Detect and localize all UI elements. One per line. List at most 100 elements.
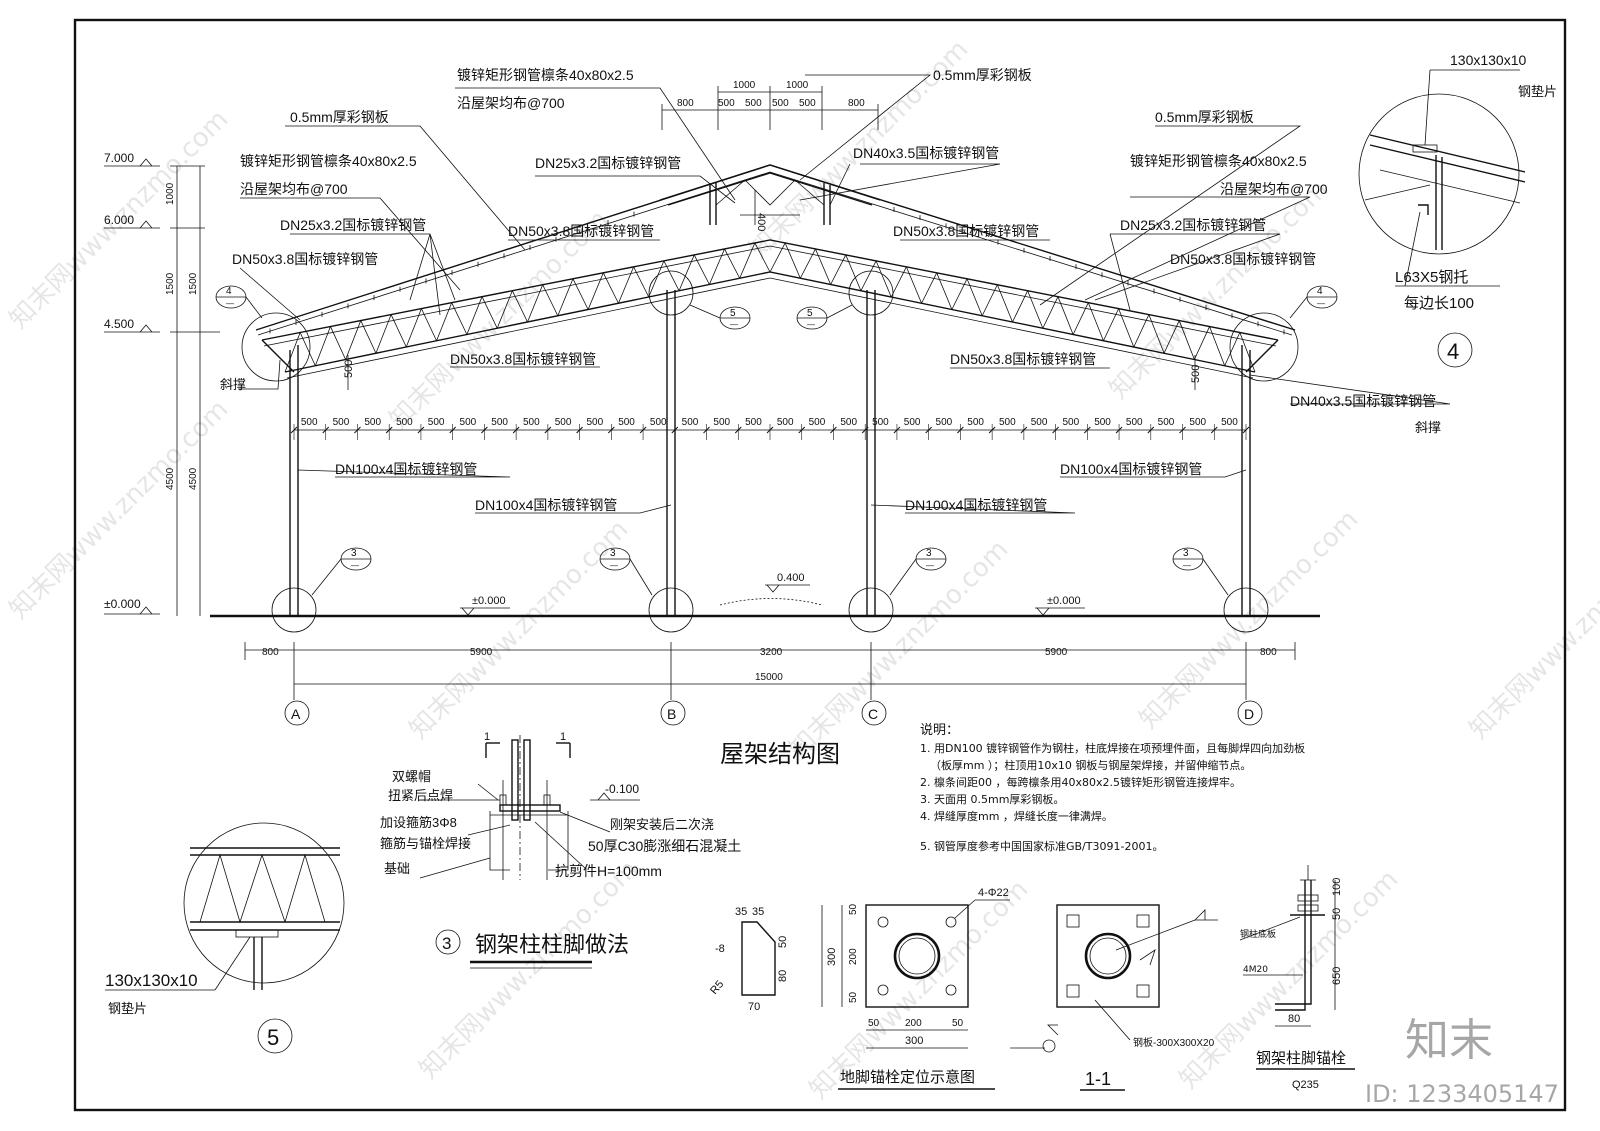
svg-text:50: 50 [1331,908,1343,920]
label-dn50-left-c: DN50x3.8国标镀锌钢管 [450,351,596,367]
svg-text:70: 70 [748,1001,760,1013]
truss-webs [284,242,1256,373]
bay-dim-label: 500 [967,417,984,428]
label-brace-left: 斜撑 [220,377,246,392]
label-col-c: DN100x4国标镀锌钢管 [905,497,1047,513]
svg-text:扭紧后点焊: 扭紧后点焊 [388,788,453,803]
svg-text:200: 200 [905,1018,922,1029]
svg-text:加设箍筋3Φ8: 加设箍筋3Φ8 [380,815,457,830]
brace-right [1245,339,1279,373]
label-dn50-right-c: DN50x3.8国标镀锌钢管 [950,351,1096,367]
svg-text:—: — [351,561,359,570]
svg-text:650: 650 [1331,967,1343,985]
bay-dim-label: 500 [936,417,953,428]
drawing-border [73,18,1567,1112]
svg-text:3: 3 [926,548,932,559]
svg-text:沿屋架均布@700: 沿屋架均布@700 [1220,181,1328,197]
notes-block: 说明： 1. 用DN100 镀锌钢管作为钢柱，柱底焊接在项预埋件面，且每脚焊四向… [920,723,1305,853]
svg-text:3: 3 [351,548,357,559]
d5-number: 5 [267,1025,279,1050]
svg-text:200: 200 [848,948,859,965]
svg-text:1000: 1000 [786,80,809,91]
elev-4-5: 4.500 [104,317,134,331]
depth-right: 500 [1190,365,1202,383]
svg-text:1: 1 [560,731,566,743]
label-dn50-left-a: DN50x3.8国标镀锌钢管 [508,223,654,239]
svg-text:知末网www.znzmo.com: 知末网www.znzmo.com [1464,514,1600,745]
svg-text:800: 800 [262,647,279,658]
note-1: 1. 用DN100 镀锌钢管作为钢柱，柱底焊接在项预埋件面，且每脚焊四向加劲板 [920,741,1305,755]
section-title: 1-1 [1085,1069,1111,1089]
label-col-b: DN100x4国标镀锌钢管 [475,497,617,513]
svg-text:—: — [1183,561,1191,570]
label-col-d: DN100x4国标镀锌钢管 [1060,461,1202,477]
label-purlin-left: 镀锌矩形钢管檩条40x80x2.5 [240,153,417,169]
bay-dim-label: 500 [713,417,730,428]
svg-text:钢板-300X300X20: 钢板-300X300X20 [1133,1036,1215,1049]
svg-text:—: — [610,561,618,570]
elev-0: ±0.000 [104,597,141,611]
label-skin-right: 0.5mm厚彩钢板 [1155,109,1254,125]
svg-text:—: — [730,320,738,329]
d3-title: 钢架柱柱脚做法 [475,932,629,957]
svg-text:800: 800 [848,98,865,109]
svg-text:-8: -8 [715,943,725,955]
label-dn50-left-b: DN50x3.8国标镀锌钢管 [232,251,378,267]
vertical-dimensions: 1000 1500 4500 1500 4500 [165,165,220,616]
svg-text:—: — [1317,299,1325,308]
svg-text:800: 800 [677,98,694,109]
bay-dim-label: 500 [650,417,667,428]
svg-text:4500: 4500 [165,467,176,490]
svg-text:-0.100: -0.100 [605,782,639,796]
svg-text:1500: 1500 [188,272,199,295]
detail-circles [241,270,1299,382]
svg-text:钢柱底板: 钢柱底板 [1240,928,1276,940]
bay-dim-label: 500 [1031,417,1048,428]
d5-plate: 130x130x10 [105,971,198,990]
svg-text:3: 3 [610,548,616,559]
note-2: （板厚mm ）；柱顶用10x10 钢板与钢屋架焊接，并留伸缩节点。 [930,758,1251,772]
svg-text:4: 4 [226,286,232,297]
svg-text:沿屋架均布@700: 沿屋架均布@700 [457,95,565,111]
bay-dim-label: 500 [491,417,508,428]
anchor-bolt-detail: 钢柱底板 4M20 50 100 650 80 钢架柱脚锚栓 Q235 [1239,865,1355,1091]
truss-bottom-chord [284,271,1256,373]
svg-text:知末网www.znzmo.com: 知末网www.znzmo.com [384,204,615,435]
svg-text:4M20: 4M20 [1243,965,1268,975]
detail-3-column-base: 1 1 -0.100 双螺帽 扭紧后点焊 加设箍筋3Φ8 箍筋与锚栓焊接 基础 … [380,731,741,969]
axis-c: C [868,706,878,722]
svg-text:知末网www.znzmo.com: 知末网www.znzmo.com [1134,504,1365,735]
bay-dim-label: 500 [555,417,572,428]
svg-text:知末网www.znzmo.com: 知末网www.znzmo.com [414,854,645,1085]
svg-text:知末网www.znzmo.com: 知末网www.znzmo.com [404,514,635,745]
elev-6: 6.000 [104,213,134,227]
svg-text:500: 500 [799,98,816,109]
columns [289,290,1251,616]
ridge-dimensions: 1000 1000 800 500 500 500 500 800 [661,80,879,130]
label-purlin-top: 镀锌矩形钢管檩条40x80x2.5 [457,67,634,83]
bay-dim-label: 500 [428,417,445,428]
d4-angle: L63X5钢托 [1395,269,1468,286]
bay-dim-label: 500 [523,417,540,428]
svg-text:3200: 3200 [760,647,783,658]
column-base-circles [271,587,1269,633]
svg-text:3: 3 [442,934,451,953]
svg-text:—: — [807,320,815,329]
svg-text:100: 100 [1331,878,1343,896]
svg-text:50厚C30膨涨细石混凝土: 50厚C30膨涨细石混凝土 [588,838,741,854]
stiffener-detail: 35 35 -8 50 80 R5 70 [708,906,789,1013]
note-4: 3. 天面用 0.5mm厚彩钢板。 [920,792,1064,806]
label-dn25-top: DN25x3.2国标镀锌钢管 [535,155,681,171]
label-skin-left: 0.5mm厚彩钢板 [290,109,389,125]
svg-text:50: 50 [952,1018,964,1029]
note-6: 5. 钢管厚度参考中国国家标准GB/T3091-2001。 [920,839,1163,853]
axis-bubbles: A B C D [284,700,1263,726]
bay-dim-label: 500 [1221,417,1238,428]
svg-text:50: 50 [868,1018,880,1029]
bay-dim-label: 500 [1158,417,1175,428]
elevation-markers: 7.000 6.000 4.500 ±0.000 [104,151,160,615]
bay-dim-label: 500 [682,417,699,428]
svg-text:Q235: Q235 [1292,1079,1319,1091]
